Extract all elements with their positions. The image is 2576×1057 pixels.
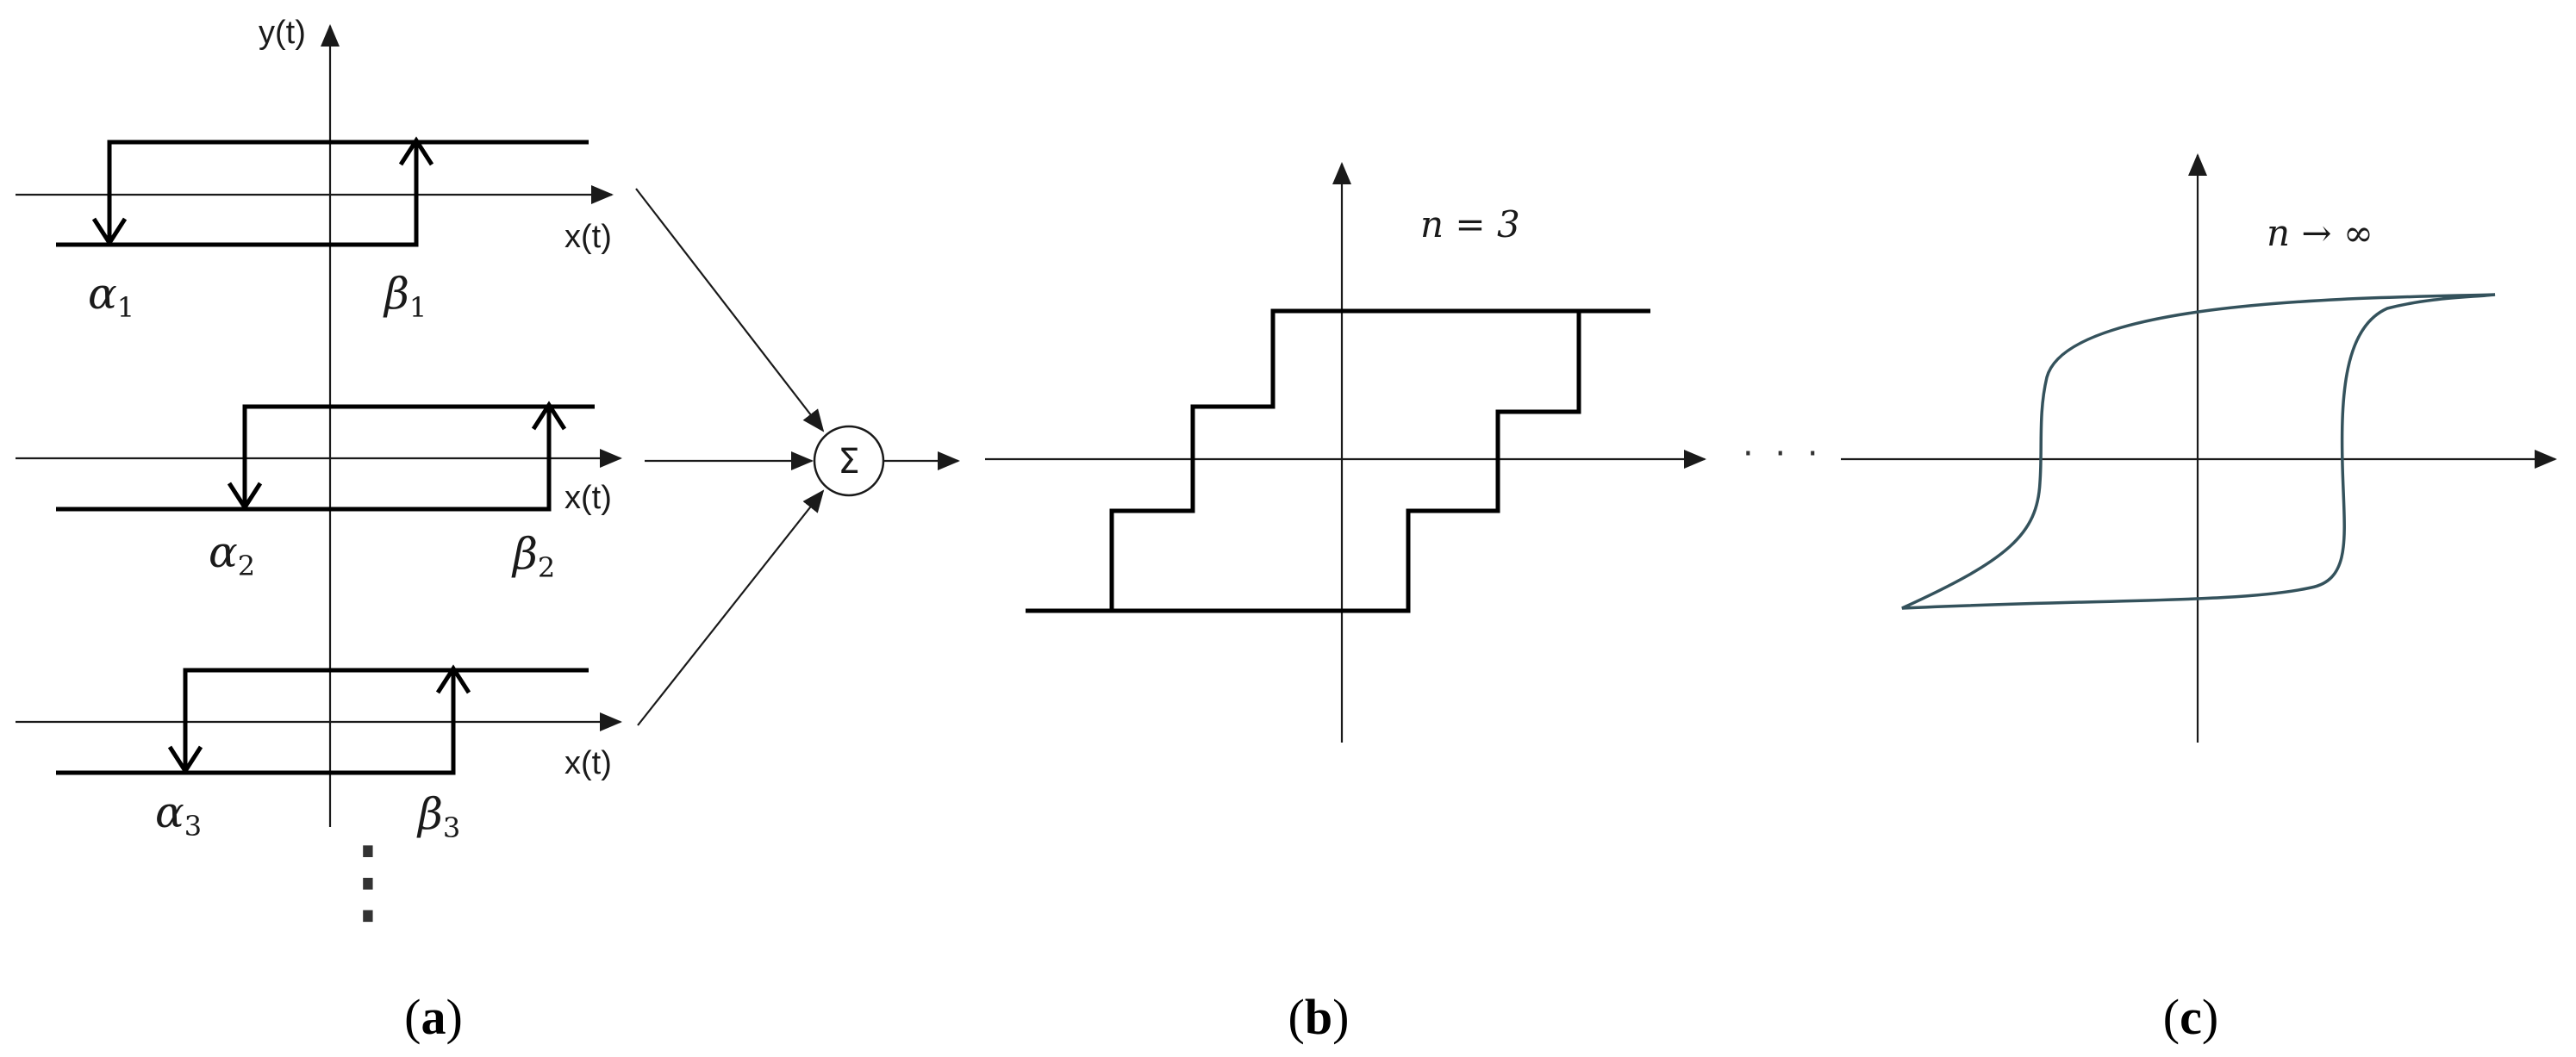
relay-1-alpha-label: α1 <box>88 269 134 324</box>
relay-3-alpha: α <box>155 787 184 837</box>
relay-1-x-label: x(t) <box>564 219 612 255</box>
relay-2-beta-label: β2 <box>511 529 555 584</box>
caption-a-letter: a <box>421 989 446 1045</box>
connector-relay-1 <box>635 188 825 432</box>
summation-node <box>813 425 885 497</box>
relay-2-alpha-sub: 2 <box>238 550 255 582</box>
relay-2-loop <box>56 404 595 512</box>
relay-1-alpha: α <box>88 269 117 319</box>
caption-c-letter: c <box>2180 989 2202 1045</box>
relay-3-x-label: x(t) <box>564 745 612 781</box>
relay-1-up-arrowhead <box>398 136 434 166</box>
relay-2: x(t) α2 β2 <box>16 401 622 584</box>
relay-3-beta-sub: 3 <box>443 811 460 844</box>
relay-2-up-arrowhead <box>531 401 567 431</box>
caption-a-close: ) <box>446 989 463 1045</box>
relay-3: x(t) α3 β3 <box>16 664 622 844</box>
caption-b-close: ) <box>1332 989 1349 1045</box>
relay-1: x(t) α1 β1 <box>16 136 614 324</box>
panel-b-label: n = 3 <box>1420 203 1520 246</box>
relay-2-x-label: x(t) <box>564 480 612 516</box>
caption-a: (a) <box>404 989 463 1045</box>
hysteresis-loop-curve <box>1901 293 2496 610</box>
relay-3-alpha-label: α3 <box>155 787 202 842</box>
continuation-dots: · · · <box>1743 434 1824 474</box>
caption-c: (c) <box>2163 989 2218 1045</box>
panel-a-vertical-dots: ⋮ <box>321 825 421 936</box>
relay-2-down-arrowhead <box>227 482 263 512</box>
summation-symbol: Σ <box>838 442 859 482</box>
connector-relay-3 <box>637 489 825 726</box>
relay-3-beta: β <box>416 789 443 839</box>
relay-1-down-arrowhead <box>91 217 128 247</box>
caption-c-close: ) <box>2202 989 2218 1045</box>
panel-a-y-axis-label: y(t) <box>259 15 306 51</box>
caption-a-open: ( <box>404 989 421 1045</box>
relay-2-beta-sub: 2 <box>538 551 555 584</box>
relay-2-beta: β <box>511 529 538 579</box>
relay-1-loop <box>56 140 589 247</box>
relay-2-alpha-label: α2 <box>209 527 255 582</box>
relay-3-alpha-sub: 3 <box>184 810 202 842</box>
panel-a: y(t) x(t) α1 β1 x(t) α2 <box>16 15 960 1045</box>
panel-b: n = 3 (b) <box>985 162 1706 1045</box>
relay-1-beta: β <box>383 269 409 319</box>
panel-c-label: n → ∞ <box>2267 212 2373 254</box>
panel-b-staircase-loop <box>1026 308 1650 613</box>
relay-3-up-arrowhead <box>435 664 471 694</box>
relay-3-beta-label: β3 <box>416 789 460 844</box>
caption-b: (b) <box>1288 989 1350 1045</box>
caption-c-open: ( <box>2163 989 2180 1045</box>
caption-b-open: ( <box>1288 989 1305 1045</box>
relay-1-beta-label: β1 <box>383 269 427 324</box>
relay-2-alpha: α <box>209 527 238 577</box>
panel-c: n → ∞ (c) <box>1841 153 2557 1045</box>
caption-b-letter: b <box>1305 989 1332 1045</box>
relay-1-beta-sub: 1 <box>409 291 427 324</box>
relay-3-down-arrowhead <box>167 745 203 775</box>
relay-1-alpha-sub: 1 <box>117 291 134 324</box>
